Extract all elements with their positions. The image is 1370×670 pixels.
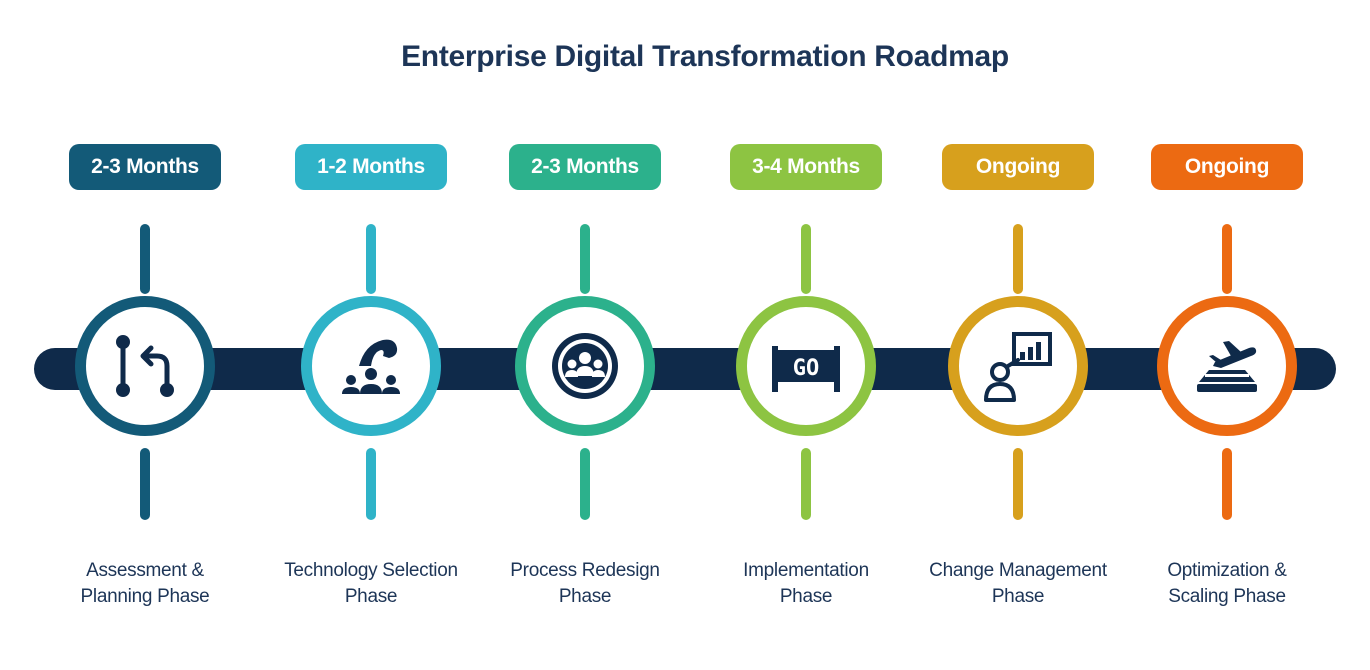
connector-top: [140, 224, 150, 294]
connector-bottom: [366, 448, 376, 520]
group-circle-icon: [552, 333, 618, 399]
phase-6: Ongoing Optimization & Scaling Phase: [1107, 0, 1347, 670]
connector-bottom: [1222, 448, 1232, 520]
go-sign-icon: GO: [772, 346, 840, 392]
phase-label: Process Redesign Phase: [510, 560, 660, 607]
phase-1: 2-3 Months Assessment & Planning Phase: [25, 0, 265, 670]
phase-ring: [1157, 296, 1297, 436]
page-title: Enterprise Digital Transformation Roadma…: [401, 40, 1009, 73]
phase-5: Ongoing Change Management Phase: [898, 0, 1138, 670]
duration-badge: Ongoing: [942, 144, 1094, 190]
phase-label: Optimization & Scaling Phase: [1167, 560, 1287, 607]
phase-label: Change Management Phase: [929, 560, 1107, 607]
connector-top: [580, 224, 590, 294]
phase-label: Technology Selection Phase: [284, 560, 458, 607]
duration-badge: 1-2 Months: [295, 144, 447, 190]
connector-top: [366, 224, 376, 294]
connector-bottom: [1013, 448, 1023, 520]
git-branch-icon: [116, 335, 174, 397]
phase-ring: [515, 296, 655, 436]
connector-top: [1013, 224, 1023, 294]
phase-label: Assessment & Planning Phase: [80, 560, 210, 607]
duration-badge: 2-3 Months: [509, 144, 661, 190]
duration-badge: Ongoing: [1151, 144, 1303, 190]
connector-bottom: [801, 448, 811, 520]
connector-top: [1222, 224, 1232, 294]
phase-label: Implementation Phase: [743, 560, 869, 607]
person-chart-icon: [984, 332, 1052, 402]
timeline-track: [34, 348, 1336, 390]
duration-badge: 3-4 Months: [730, 144, 882, 190]
phase-4: 3-4 Months GO Implementation Phase: [686, 0, 926, 670]
phase-2: 1-2 Months Technology Selection Phase: [251, 0, 491, 670]
phase-ring: [75, 296, 215, 436]
connector-top: [801, 224, 811, 294]
team-hand-icon: [342, 339, 400, 394]
connector-bottom: [580, 448, 590, 520]
plane-scale-icon: [1197, 341, 1257, 392]
phase-3: 2-3 Months Process Redesign Phase: [465, 0, 705, 670]
duration-badge: 2-3 Months: [69, 144, 221, 190]
go-sign-text: GO: [793, 356, 820, 381]
connector-bottom: [140, 448, 150, 520]
